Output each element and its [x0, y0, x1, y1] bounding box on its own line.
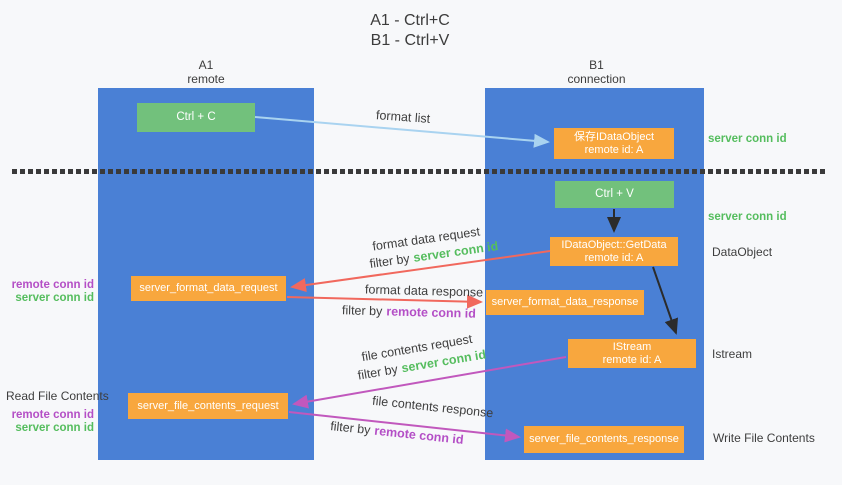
filter-by-text: filter by: [341, 303, 383, 319]
remote-conn-id-text: remote conn id: [373, 423, 465, 447]
lane-a1-title: A1: [198, 58, 214, 72]
filter-by-text: filter by: [329, 419, 372, 438]
node-file-response-label: server_file_contents_response: [529, 433, 679, 445]
title-line-1: A1 - Ctrl+C: [370, 12, 450, 29]
node-format-response-label: server_format_data_response: [491, 296, 639, 308]
node-ctrl-v: Ctrl + V: [555, 181, 674, 208]
node-istream-line1: IStream: [612, 340, 652, 353]
node-getdata-line1: IDataObject::GetData: [561, 238, 667, 251]
node-istream-line2: remote id: A: [602, 353, 662, 366]
annotation-server-conn-id-1: server conn id: [15, 292, 94, 304]
annotation-conn-ids-format: remote conn id server conn id: [6, 279, 94, 305]
annotation-dataobject: DataObject: [712, 245, 773, 259]
node-server-format-data-response: server_format_data_response: [486, 290, 644, 315]
node-idataobject-getdata: IDataObject::GetData remote id: A: [550, 237, 678, 266]
lane-b1-title: B1: [589, 58, 604, 72]
title-line-2: B1 - Ctrl+V: [370, 32, 450, 49]
lane-header-b1: B1 connection: [487, 58, 706, 86]
label-format-data-response: format data response: [364, 282, 484, 300]
filter-by-text: filter by: [356, 362, 399, 383]
node-getdata-line2: remote id: A: [584, 251, 644, 264]
machine-boundary-dotted-line: [12, 169, 826, 174]
lane-header-a1: A1 remote: [98, 58, 314, 86]
diagram-title: A1 - Ctrl+C B1 - Ctrl+V: [310, 11, 510, 51]
label-file-contents-response: file contents response: [371, 393, 495, 421]
node-ctrl-c-label: Ctrl + C: [176, 111, 216, 123]
node-server-file-contents-response: server_file_contents_response: [524, 426, 684, 453]
filter-by-text: filter by: [368, 251, 411, 271]
node-ctrl-v-label: Ctrl + V: [595, 188, 634, 200]
remote-conn-id-text: remote conn id: [386, 304, 477, 321]
lane-b1-subtitle: connection: [567, 72, 626, 86]
annotation-read-file-contents: Read File Contents: [6, 389, 109, 403]
node-file-request-label: server_file_contents_request: [137, 399, 279, 412]
node-server-file-contents-request: server_file_contents_request: [128, 393, 288, 419]
annotation-istream: Istream: [712, 347, 753, 361]
annotation-remote-conn-id-2: remote conn id: [11, 409, 94, 421]
node-server-format-data-request: server_format_data_request: [131, 276, 286, 301]
label-format-list: format list: [375, 108, 431, 126]
node-istream: IStream remote id: A: [568, 339, 696, 368]
node-format-request-label: server_format_data_request: [139, 282, 278, 294]
node-save-idataobject: 保存IDataObject remote id: A: [554, 128, 674, 159]
annotation-write-file-contents: Write File Contents: [713, 431, 815, 445]
lane-a1-subtitle: remote: [187, 72, 225, 86]
node-ctrl-c: Ctrl + C: [137, 103, 255, 132]
node-save-idataobject-line1: 保存IDataObject: [573, 130, 655, 143]
annotation-server-conn-id-mid: server conn id: [708, 211, 787, 223]
annotation-conn-ids-file: remote conn id server conn id: [6, 409, 94, 435]
annotation-server-conn-id-2: server conn id: [15, 422, 94, 434]
node-save-idataobject-line2: remote id: A: [584, 143, 644, 156]
annotation-remote-conn-id-1: remote conn id: [11, 279, 94, 291]
annotation-server-conn-id-top: server conn id: [708, 133, 787, 145]
